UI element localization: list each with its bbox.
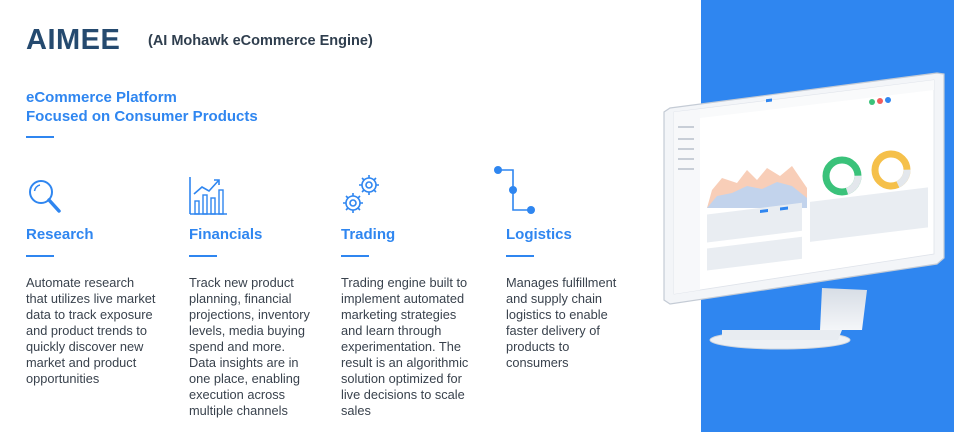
- feature-heading: Logistics: [506, 226, 572, 243]
- gears-icon: [341, 172, 401, 216]
- route-icon: [494, 166, 554, 216]
- feature-body: Automate research that utilizes live mar…: [26, 275, 156, 386]
- page-title: AIMEE: [26, 24, 121, 56]
- tagline-divider: [26, 136, 54, 138]
- feature-logistics: Logistics Manages fulfillment and supply…: [494, 166, 644, 370]
- tagline-line-2: Focused on Consumer Products: [26, 108, 258, 125]
- tagline-line-1: eCommerce Platform: [26, 89, 177, 106]
- feature-body: Trading engine built to implement automa…: [341, 275, 469, 418]
- feature-heading: Trading: [341, 226, 396, 243]
- feature-divider: [341, 255, 369, 257]
- monitor-illustration: [662, 68, 947, 350]
- feature-divider: [189, 255, 217, 257]
- feature-body: Manages fulfillment and supply chain log…: [506, 275, 617, 370]
- feature-divider: [26, 255, 54, 257]
- feature-heading: Research: [26, 226, 94, 243]
- feature-research: Research Automate research that utilizes…: [26, 172, 176, 386]
- tagline: eCommerce Platform Focused on Consumer P…: [26, 88, 258, 126]
- bar-chart-icon: [189, 172, 249, 216]
- dashboard-screenshot-image: [663, 72, 945, 350]
- feature-body: Track new product planning, financial pr…: [189, 275, 310, 418]
- page-subtitle: (AI Mohawk eCommerce Engine): [148, 33, 373, 49]
- feature-trading: Trading Trading engine built to implemen…: [341, 172, 491, 418]
- feature-divider: [506, 255, 534, 257]
- feature-heading: Financials: [189, 226, 263, 243]
- magnifier-icon: [26, 172, 86, 216]
- feature-financials: Financials Track new product planning, f…: [189, 172, 339, 418]
